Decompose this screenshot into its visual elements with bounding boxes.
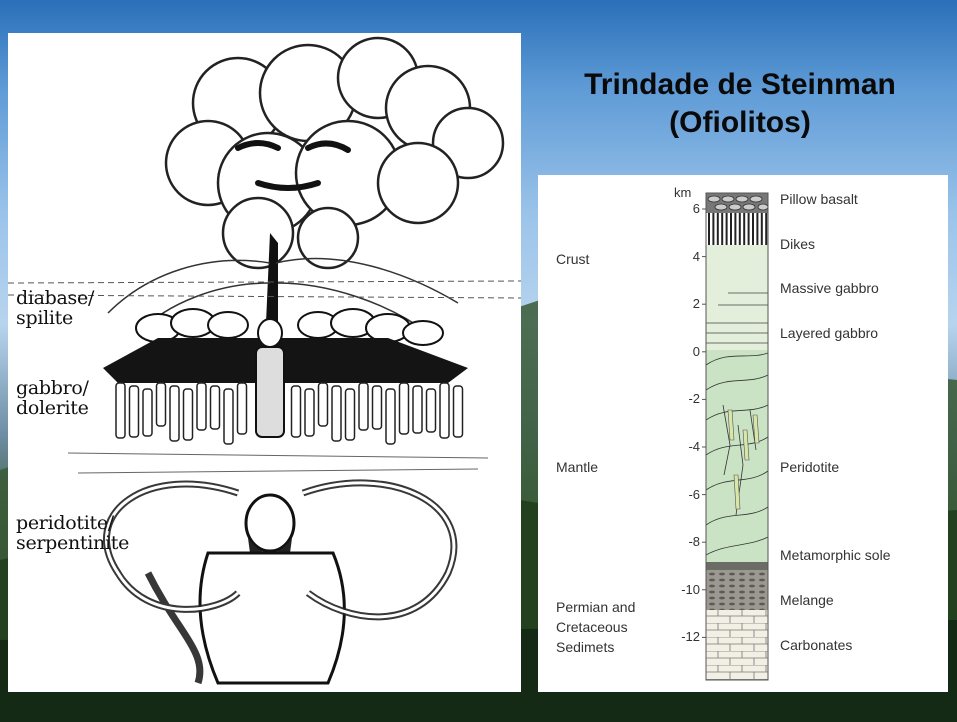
ophiolite-sketch: [8, 33, 521, 692]
dike-column: [373, 386, 382, 429]
tick-label: -8: [670, 534, 700, 549]
page-title: Trindade de Steinman (Ofiolitos): [540, 66, 940, 142]
tick-label: -6: [670, 487, 700, 502]
axis-unit: km: [674, 185, 691, 200]
tick-label: -12: [670, 629, 700, 644]
layer-melange: Melange: [780, 592, 834, 608]
layer-pillow-basalt: Pillow basalt: [780, 191, 858, 207]
tick-label: -2: [670, 391, 700, 406]
dike-column: [454, 386, 463, 437]
dike-column: [157, 383, 166, 426]
zone-mantle: Mantle: [556, 459, 598, 475]
ophiolite-column-diagram: km 6 4 2 0 -2 -4 -6 -8 -10 -12 Crust Mantle Permi…: [538, 175, 948, 692]
dike-column: [211, 386, 220, 429]
dike-column: [184, 389, 193, 440]
layer-peridotite: Peridotite: [780, 459, 839, 475]
dike-column: [346, 389, 355, 440]
label-gabbro-dolerite: gabbro/ dolerite: [16, 378, 89, 418]
label-peridotite-serpentinite: peridotite/ serpentinite: [16, 513, 129, 553]
dike-column: [238, 383, 247, 434]
layer-layered-gabbro: Layered gabbro: [780, 325, 878, 341]
dike-column: [319, 383, 328, 426]
dike-column: [359, 383, 368, 430]
layer-dikes: Dikes: [780, 236, 815, 252]
dike-column: [170, 386, 179, 441]
tick-label: -10: [670, 582, 700, 597]
dike-column: [386, 389, 395, 444]
dike-column: [332, 386, 341, 441]
dike-column: [400, 383, 409, 434]
dike-column: [292, 386, 301, 437]
layer-metamorphic-sole: Metamorphic sole: [780, 547, 891, 563]
dike-column: [305, 389, 314, 436]
layer-massive-gabbro: Massive gabbro: [780, 280, 879, 296]
dike-column: [116, 383, 125, 438]
title-line-2: (Ofiolitos): [540, 104, 940, 142]
dike-column: [413, 386, 422, 433]
tick-label: 4: [670, 249, 700, 264]
layer-carbonates: Carbonates: [780, 637, 852, 653]
zone-sediments: Permian and Cretaceous Sedimets: [556, 597, 635, 657]
label-diabase-spilite: diabase/ spilite: [16, 288, 94, 328]
tick-label: 2: [670, 296, 700, 311]
title-line-1: Trindade de Steinman: [540, 66, 940, 104]
dike-column: [130, 386, 139, 437]
dike-column: [143, 389, 152, 436]
ophiolite-drawing: diabase/ spilite gabbro/ dolerite perido…: [8, 33, 521, 692]
zone-crust: Crust: [556, 251, 589, 267]
dike-column: [427, 389, 436, 432]
tick-label: 0: [670, 344, 700, 359]
tick-label: -4: [670, 439, 700, 454]
dike-column: [224, 389, 233, 444]
dike-column: [197, 383, 206, 430]
dike-column: [440, 383, 449, 438]
tick-label: 6: [670, 201, 700, 216]
